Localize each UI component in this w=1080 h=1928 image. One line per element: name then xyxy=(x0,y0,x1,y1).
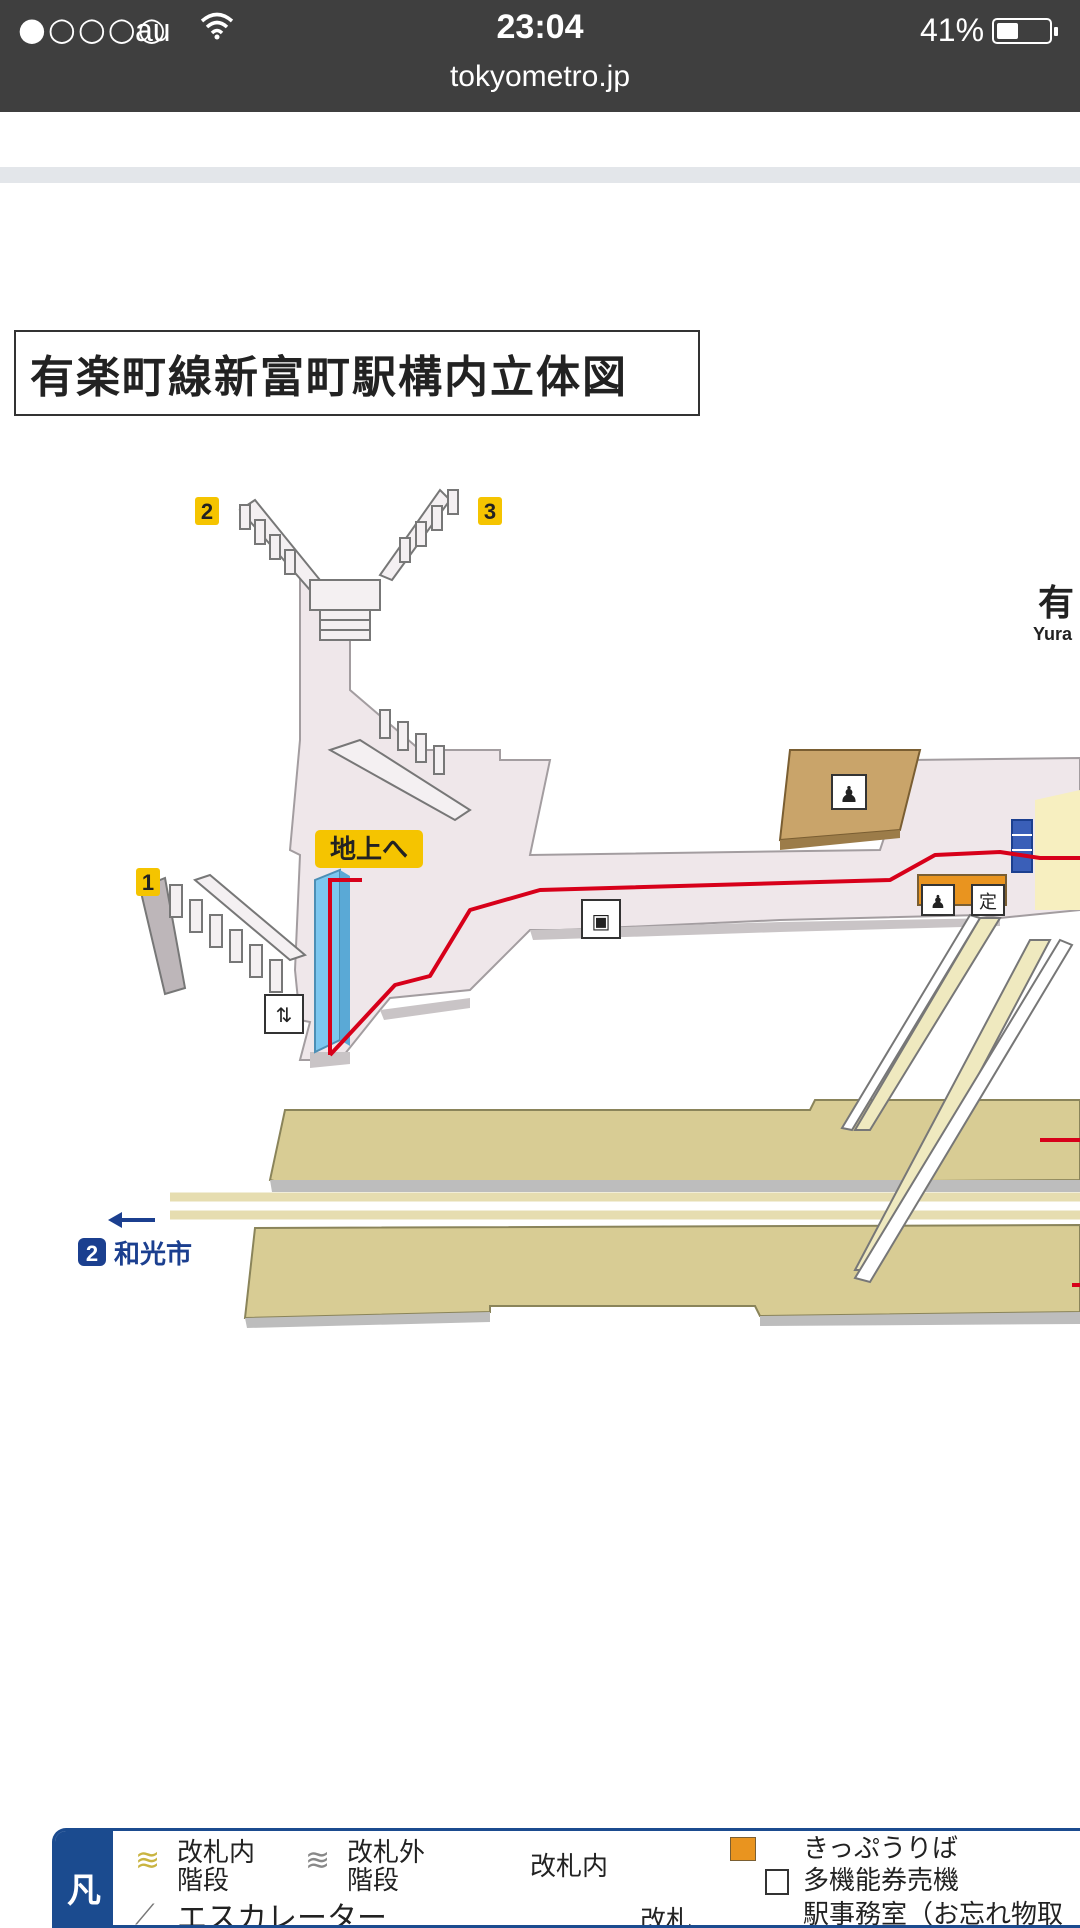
platform-upper-edge xyxy=(270,1180,1080,1192)
legend-escalator: エスカレーター xyxy=(177,1901,387,1928)
stairs-exit-1 xyxy=(138,873,308,996)
ticket-gate-bars xyxy=(1011,819,1033,873)
route-red-elevator xyxy=(328,878,362,1055)
legend-ticket-area: きっぷうりば xyxy=(803,1834,958,1864)
svg-text:▣: ▣ xyxy=(592,909,611,933)
elevator-base xyxy=(310,1052,350,1068)
platform-lower-edge-right xyxy=(760,1312,1080,1326)
status-bar: ●○○○○ au 23:04 tokyometro.jp 41% xyxy=(0,0,1080,112)
line-badge xyxy=(78,1238,106,1266)
ticket-office-icon xyxy=(921,884,955,916)
inside-gate-stairs-icon: ≋ xyxy=(135,1843,161,1878)
elevator-shaft xyxy=(314,868,341,1054)
outside-gate-stairs-icon: ≋ xyxy=(305,1843,331,1878)
right-station-label-en: Yura xyxy=(1033,624,1073,644)
signal-strength: ●○○○○ xyxy=(18,10,168,48)
exit-label-1: 1 xyxy=(142,870,154,895)
exit-label-3: 3 xyxy=(484,499,496,524)
escalator-icon: ⟋ xyxy=(135,1898,155,1928)
map-title: 有楽町線新富町駅構内立体図 xyxy=(14,330,700,416)
ticket-area-icon xyxy=(730,1837,756,1861)
line-number: 2 xyxy=(86,1241,98,1266)
stairs-mid xyxy=(379,709,445,775)
route-red-main xyxy=(328,850,1080,1057)
legend-outside-gate-stairs: 改札外 階段 xyxy=(347,1838,426,1896)
toilet-icon xyxy=(581,899,621,939)
platform-lower-edge xyxy=(245,1312,490,1328)
station-3d-map[interactable]: ♟ ♟ 定 ⇅ ▣ 2 3 1 地上へ 2 和光市 有 Yura xyxy=(0,440,1080,1440)
exit-badge-3 xyxy=(478,497,502,525)
escalators xyxy=(840,913,1074,1284)
battery-percent: 41% xyxy=(920,12,985,48)
clock: 23:04 xyxy=(496,8,584,46)
stairs-exit-2-3 xyxy=(238,488,472,822)
ticket-area xyxy=(1035,790,1080,910)
map-legend: 凡 ≋ 改札内 階段 ≋ 改札外 階段 改札内 改札 ⟋ エスカレーター きっぷ… xyxy=(52,1828,1080,1928)
svg-text:♟: ♟ xyxy=(930,892,946,913)
address-bar-url[interactable]: tokyometro.jp xyxy=(449,60,631,93)
exit-badge-1 xyxy=(136,868,160,896)
svg-text:♟: ♟ xyxy=(839,783,859,808)
exit-label-2: 2 xyxy=(201,499,213,524)
platform-lower xyxy=(243,1223,1080,1320)
legend-multi-ticket-machine: 多機能券売機 xyxy=(803,1866,960,1896)
legend-head: 凡 xyxy=(55,1831,113,1925)
legend-station-office: 駅事務室（お忘れ物取扱 xyxy=(803,1900,1064,1928)
to-ground-label: 地上へ xyxy=(330,835,408,865)
legend-inside-gate: 改札内 xyxy=(530,1852,609,1882)
page-divider xyxy=(0,167,1080,183)
concourse-floor xyxy=(288,579,1080,1061)
station-office-icon xyxy=(831,774,867,810)
battery-icon xyxy=(992,18,1058,44)
direction-label: 和光市 xyxy=(114,1239,192,1270)
multi-ticket-machine-icon xyxy=(765,1869,789,1895)
wifi-icon xyxy=(200,12,234,48)
legend-inside-gate-stairs: 改札内 階段 xyxy=(177,1838,256,1896)
elevator-icon xyxy=(264,994,304,1034)
right-station-label: 有 xyxy=(1038,583,1074,624)
carrier-name: au xyxy=(135,12,171,48)
exit-badge-2 xyxy=(195,497,219,525)
concourse-edge-lower xyxy=(380,998,470,1020)
legend-gate: 改札 xyxy=(640,1906,693,1928)
svg-text:定: 定 xyxy=(979,892,997,913)
commuter-pass-icon xyxy=(971,884,1005,916)
to-ground-badge xyxy=(315,830,423,868)
svg-text:⇅: ⇅ xyxy=(276,1003,293,1027)
concourse-edge xyxy=(530,918,1000,940)
